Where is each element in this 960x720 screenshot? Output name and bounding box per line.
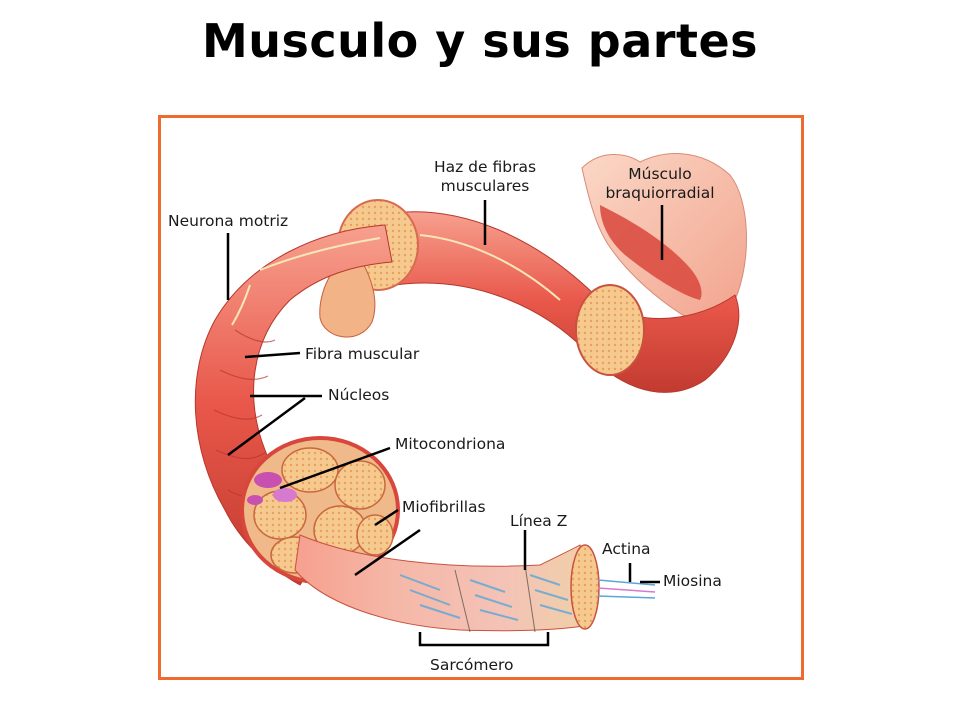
label-musculo-braquiorradial: Músculo braquiorradial (595, 165, 725, 203)
page-title: Musculo y sus partes (201, 14, 759, 68)
filaments (597, 579, 656, 599)
label-haz-line2: musculares (440, 177, 530, 195)
label-miofibrillas: Miofibrillas (402, 498, 486, 516)
leader-lines (226, 200, 664, 647)
label-linea-z: Línea Z (510, 512, 568, 530)
label-haz-line1: Haz de fibras (433, 158, 537, 176)
motor-neuron (231, 234, 561, 326)
label-sarcomero: Sarcómero (430, 656, 514, 674)
muscle-belly-upper (379, 211, 740, 393)
brachioradialis-shape (600, 205, 702, 300)
label-musculo-line2: braquiorradial (605, 184, 715, 202)
label-neurona-motriz: Neurona motriz (168, 212, 289, 230)
label-mitocondriona: Mitocondriona (395, 435, 506, 453)
label-actina: Actina (602, 540, 651, 558)
myofibril-end (570, 544, 600, 630)
label-nucleos: Núcleos (328, 386, 390, 404)
label-fibra-muscular: Fibra muscular (305, 345, 420, 363)
label-haz-de-fibras: Haz de fibras musculares (415, 158, 555, 196)
fascicle-hanging (319, 254, 376, 338)
nuclei-mitochondria (247, 472, 297, 505)
bundle-cross-section-right (575, 284, 645, 376)
z-lines (454, 564, 536, 633)
label-musculo-line1: Músculo (628, 165, 692, 183)
arm-shape (581, 153, 747, 318)
myofibril-tail (294, 534, 591, 632)
sarcomere-bands (399, 574, 573, 621)
label-miosina: Miosina (663, 572, 722, 590)
